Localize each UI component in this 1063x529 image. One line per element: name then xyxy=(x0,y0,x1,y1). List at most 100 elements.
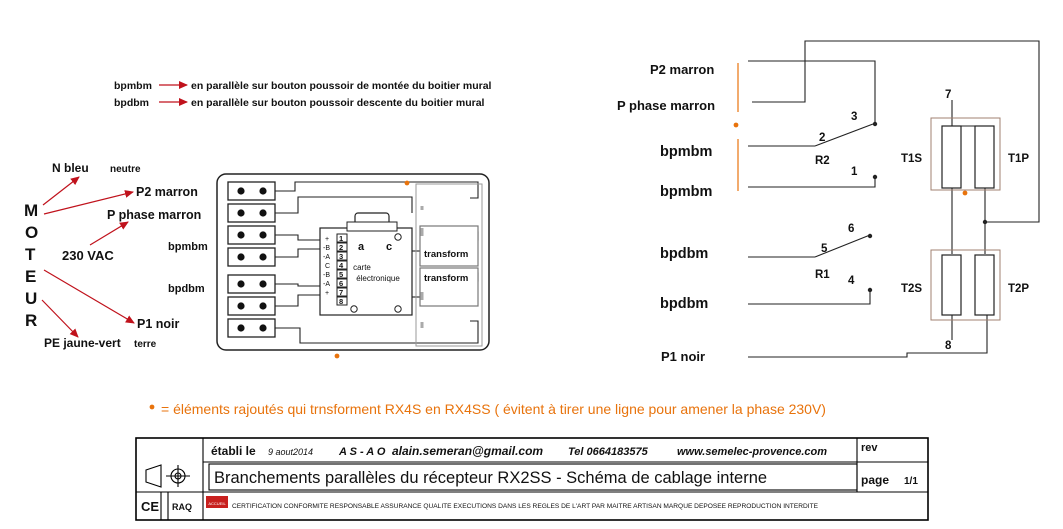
transformer-1-box xyxy=(930,117,1001,191)
motor-pe-label: PE jaune-vert xyxy=(44,336,121,350)
sch-t2s-label: T2S xyxy=(901,283,922,295)
motor-letter-o: O xyxy=(25,223,38,242)
sch-bpmbm-2: bpmbm xyxy=(660,184,712,200)
sch-transformers xyxy=(930,117,1001,321)
sch-t2p-label: T2P xyxy=(1008,283,1029,295)
motor-bpdbm-label: bpdbm xyxy=(168,283,205,295)
motor-letter-u: U xyxy=(25,289,37,308)
sch-bpdbm-1: bpdbm xyxy=(660,246,708,262)
terminal-6 xyxy=(227,296,276,316)
sch-num-5: 5 xyxy=(821,243,828,255)
schematic: P2 marron P phase marron bpmbm bpmbm bpd… xyxy=(617,40,1040,364)
motor-vac-label: 230 VAC xyxy=(62,248,114,263)
sch-num-4: 4 xyxy=(848,275,855,287)
transformer-t2p xyxy=(974,254,995,316)
pin-sign-2: -B xyxy=(323,245,330,252)
motor-n-sub: neutre xyxy=(110,164,141,175)
sch-num-8: 8 xyxy=(945,340,952,352)
arrow-pe xyxy=(41,299,79,338)
motor-pphase-label: P phase marron xyxy=(107,208,201,222)
pin-number-5: 5 xyxy=(339,270,343,279)
tb-email: alain.semeran@gmail.com xyxy=(392,444,543,458)
note-text: = éléments rajoutés qui trnsforment RX4S… xyxy=(161,401,826,417)
sch-orange-dots xyxy=(733,122,968,196)
sch-p2-label: P2 marron xyxy=(650,62,714,77)
carte-pin-signs: + -B -A C -B -A + xyxy=(323,236,330,297)
sch-num-6: 6 xyxy=(848,223,854,235)
carte-relay-base xyxy=(346,221,398,232)
sch-bpmbm-1: bpmbm xyxy=(660,144,712,160)
tb-website: www.semelec-provence.com xyxy=(677,446,827,458)
pin-sign-5: -B xyxy=(323,272,330,279)
pin-sign-7: + xyxy=(325,290,329,297)
pin-number-3: 3 xyxy=(339,252,343,261)
sch-num-2: 2 xyxy=(819,132,825,144)
terminal-2 xyxy=(227,203,276,223)
sch-wires xyxy=(748,40,1040,358)
tb-rev-label: rev xyxy=(861,442,878,454)
arrow-phase xyxy=(89,221,129,246)
pin-sign-1: + xyxy=(325,236,329,243)
raq-mark: RAQ xyxy=(172,502,192,512)
transform-label-2: transform xyxy=(424,273,468,284)
sch-t1p-label: T1P xyxy=(1008,153,1029,165)
pin-sign-3: -A xyxy=(323,254,330,261)
board-orange-markers xyxy=(334,180,410,359)
legend-code-2: bpdbm xyxy=(114,97,149,109)
receiver-board: 1 2 3 4 5 6 7 8 + -B -A C -B -A + a c ca… xyxy=(216,173,490,359)
terminal-1 xyxy=(227,181,276,201)
pin-number-7: 7 xyxy=(339,288,343,297)
pin-number-6: 6 xyxy=(339,279,343,288)
carte-pins xyxy=(336,233,348,306)
transform-housing xyxy=(415,183,483,347)
pin-number-1: 1 xyxy=(339,234,343,243)
tb-certification: CERTIFICATION CONFORMITE RESPONSABLE ASS… xyxy=(232,503,819,510)
motor-pe-sub: terre xyxy=(134,339,157,350)
terminal-block xyxy=(227,181,276,338)
transform-label-1: transform xyxy=(424,249,468,260)
note: = éléments rajoutés qui trnsforment RX4S… xyxy=(149,401,826,417)
pin-sign-4: C xyxy=(325,263,330,270)
carte-label-c: c xyxy=(386,241,392,253)
motor-n-label: N bleu xyxy=(52,161,89,175)
tb-page-value: 1/1 xyxy=(904,476,918,487)
motor-bpmbm-label: bpmbm xyxy=(168,241,208,253)
carte-pin-numbers: 1 2 3 4 5 6 7 8 xyxy=(339,234,344,306)
sch-r1-label: R1 xyxy=(815,269,830,281)
tb-page-label: page xyxy=(861,473,889,487)
transform-modules: transform transform xyxy=(415,183,483,347)
note-orange-dot xyxy=(149,404,155,410)
sch-num-3: 3 xyxy=(851,111,857,123)
sch-num-7: 7 xyxy=(945,89,951,101)
motor-section: M O T E U R N bleu neutre P2 marron P ph… xyxy=(24,161,208,350)
motor-letter-t: T xyxy=(25,245,36,264)
terminal-7 xyxy=(227,318,276,338)
legend: bpmbm en parallèle sur bouton poussoir d… xyxy=(114,80,492,109)
tb-tel: Tel 0664183575 xyxy=(568,446,649,458)
transformer-t1s xyxy=(941,125,962,189)
sch-p1-label: P1 noir xyxy=(661,349,705,364)
title-block-frame xyxy=(135,437,929,521)
tb-etabli-label: établi le xyxy=(211,444,256,458)
projection-symbol-icon xyxy=(145,464,190,488)
transformer-t2s xyxy=(941,254,962,316)
sch-pphase-label: P phase marron xyxy=(617,98,715,113)
carte-label-1: carte xyxy=(353,263,371,272)
arrow-p2 xyxy=(43,190,134,215)
sch-t1s-label: T1S xyxy=(901,153,922,165)
transformer-2-box xyxy=(930,249,1001,321)
terminal-screws xyxy=(237,187,267,332)
arrow-neutre xyxy=(42,176,80,206)
motor-p2-label: P2 marron xyxy=(136,185,198,199)
carte-label-a: a xyxy=(358,241,365,253)
legend-text-2: en parallèle sur bouton poussoir descent… xyxy=(191,97,485,109)
pin-number-2: 2 xyxy=(339,243,343,252)
legend-code-1: bpmbm xyxy=(114,80,152,92)
tb-date: 9 aout2014 xyxy=(268,447,313,457)
motor-letter-m: M xyxy=(24,201,38,220)
carte-electronique xyxy=(319,227,413,316)
transformer-t1p xyxy=(974,125,995,189)
terminal-5 xyxy=(227,274,276,294)
